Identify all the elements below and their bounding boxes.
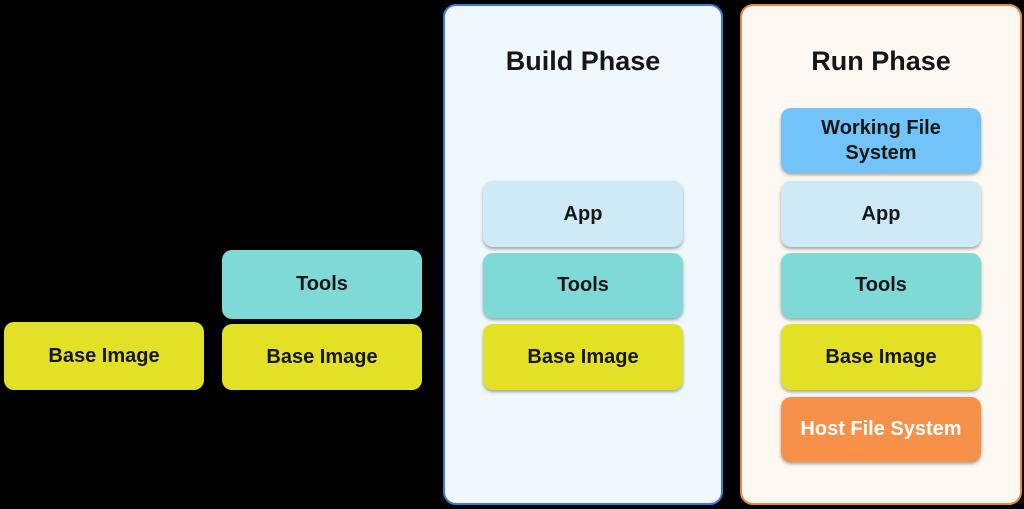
build-tools-block: Tools	[483, 253, 683, 318]
run-app-block: App	[781, 181, 981, 247]
run-phase-panel: Run Phase Working File System App Tools …	[740, 4, 1022, 505]
block-label: Base Image	[527, 345, 639, 368]
run-base-image-block: Base Image	[781, 324, 981, 390]
run-host-file-system-block: Host File System	[781, 397, 981, 462]
build-app-block: App	[483, 181, 683, 247]
block-label: Base Image	[266, 345, 378, 368]
run-phase-title: Run Phase	[811, 46, 951, 76]
build-phase-title: Build Phase	[505, 46, 661, 76]
build-phase-panel: Build Phase App Tools Base Image	[443, 4, 723, 505]
stage2-base-image-block: Base Image	[222, 324, 422, 390]
block-label: App	[563, 202, 603, 225]
block-label: Tools	[557, 274, 609, 296]
stage2-tools-block: Tools	[222, 250, 422, 319]
block-label: Base Image	[825, 345, 937, 368]
block-label: Working File System	[821, 116, 941, 164]
stage1-base-image-block: Base Image	[4, 322, 204, 390]
build-base-image-block: Base Image	[483, 324, 683, 390]
block-label: Host File System	[800, 418, 962, 440]
block-label: App	[861, 202, 901, 225]
block-label: Base Image	[48, 344, 160, 367]
block-label: Tools	[855, 274, 907, 296]
block-label: Tools	[296, 273, 348, 295]
run-working-file-system-block: Working File System	[781, 108, 981, 173]
run-tools-block: Tools	[781, 253, 981, 318]
